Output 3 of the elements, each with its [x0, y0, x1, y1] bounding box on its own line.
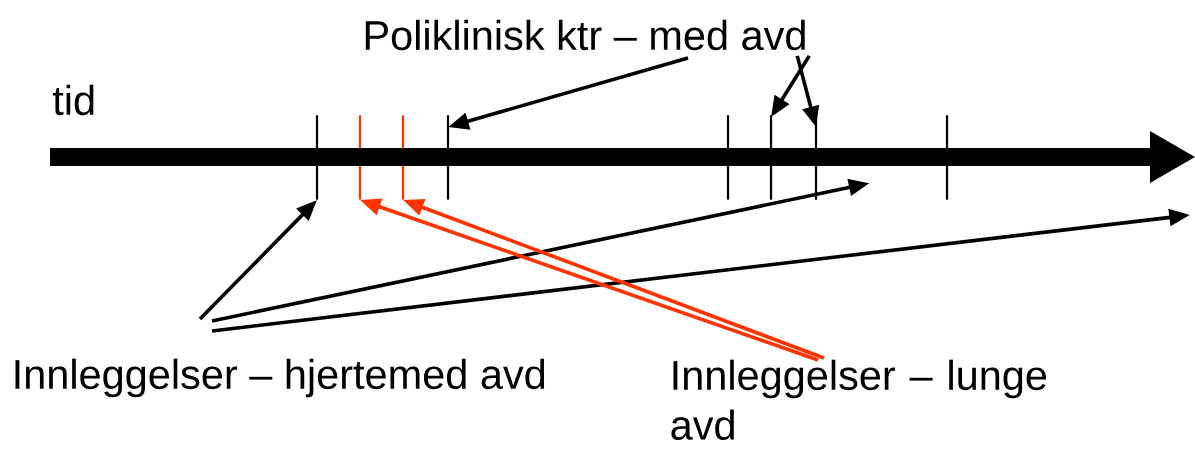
text-label: Poliklinisk ktr – med avd: [365, 19, 805, 51]
text-label: Innleggelser – lunge avd: [671, 359, 1047, 440]
text-label: Innleggelser – hjertemed avd: [15, 358, 545, 398]
